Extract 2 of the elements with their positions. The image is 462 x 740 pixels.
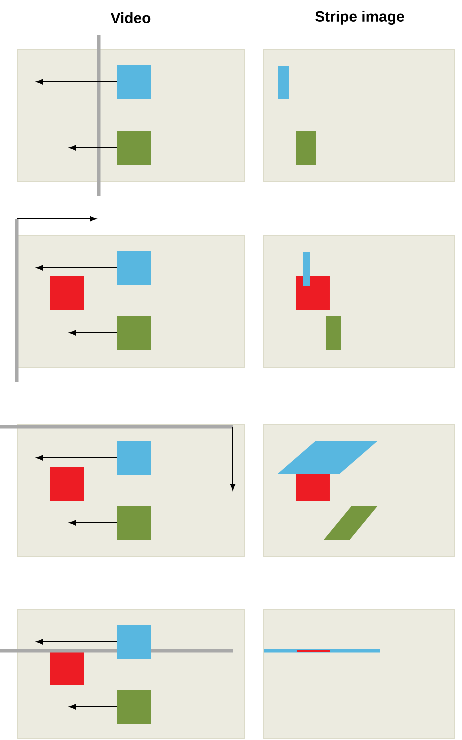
column-heading: Stripe image bbox=[316, 11, 404, 25]
column-heading: Video bbox=[110, 12, 151, 24]
